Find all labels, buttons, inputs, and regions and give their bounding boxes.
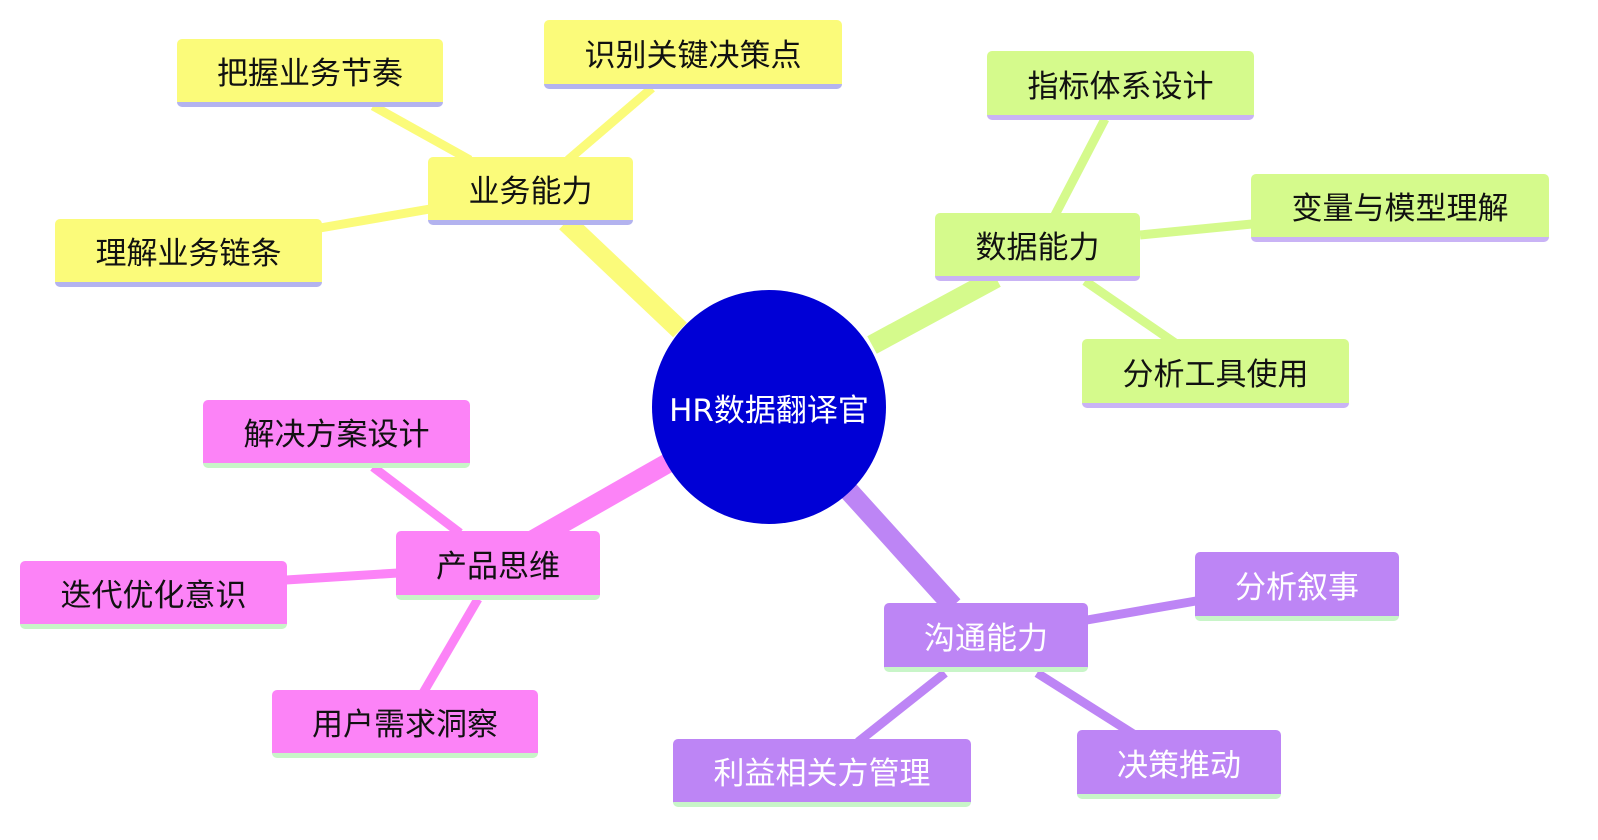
leaf-iteration-awareness[interactable]: 迭代优化意识 bbox=[20, 561, 287, 629]
leaf-stakeholder-management[interactable]: 利益相关方管理 bbox=[673, 739, 971, 807]
root-node[interactable]: HR数据翻译官 bbox=[652, 290, 886, 524]
branch-business[interactable]: 业务能力 bbox=[428, 157, 633, 225]
edge-business-decision bbox=[565, 84, 655, 164]
edge-business-rhythm bbox=[370, 102, 473, 164]
leaf-solution-design[interactable]: 解决方案设计 bbox=[203, 400, 470, 468]
edge-data-model bbox=[1139, 219, 1253, 240]
leaf-business-chain[interactable]: 理解业务链条 bbox=[55, 219, 322, 287]
edge-data-metric bbox=[1051, 116, 1109, 218]
edge-product-iteration bbox=[285, 568, 399, 585]
leaf-variable-model-understanding[interactable]: 变量与模型理解 bbox=[1251, 174, 1549, 242]
branch-communication[interactable]: 沟通能力 bbox=[884, 603, 1088, 672]
leaf-business-rhythm[interactable]: 把握业务节奏 bbox=[177, 39, 443, 107]
edge-center-communication bbox=[840, 483, 961, 613]
leaf-metric-system-design[interactable]: 指标体系设计 bbox=[987, 51, 1254, 120]
leaf-analytical-storytelling[interactable]: 分析叙事 bbox=[1195, 552, 1399, 621]
leaf-decision-driving[interactable]: 决策推动 bbox=[1077, 730, 1281, 799]
edge-comm-decision bbox=[1034, 669, 1138, 739]
edge-data-tools bbox=[1082, 277, 1181, 349]
leaf-analysis-tools[interactable]: 分析工具使用 bbox=[1082, 339, 1349, 408]
edge-comm-stakeholder bbox=[855, 669, 948, 746]
leaf-key-decision-points[interactable]: 识别关键决策点 bbox=[544, 20, 842, 89]
leaf-user-needs-insight[interactable]: 用户需求洞察 bbox=[272, 690, 538, 758]
edge-product-user bbox=[419, 596, 482, 696]
edge-comm-story bbox=[1086, 596, 1197, 625]
edge-center-business bbox=[559, 214, 687, 338]
branch-data[interactable]: 数据能力 bbox=[935, 213, 1140, 281]
edge-product-solution bbox=[370, 463, 463, 537]
edge-center-product bbox=[528, 454, 673, 549]
edge-center-data bbox=[867, 269, 1001, 354]
branch-product[interactable]: 产品思维 bbox=[396, 531, 600, 600]
edge-business-chain bbox=[319, 204, 431, 233]
